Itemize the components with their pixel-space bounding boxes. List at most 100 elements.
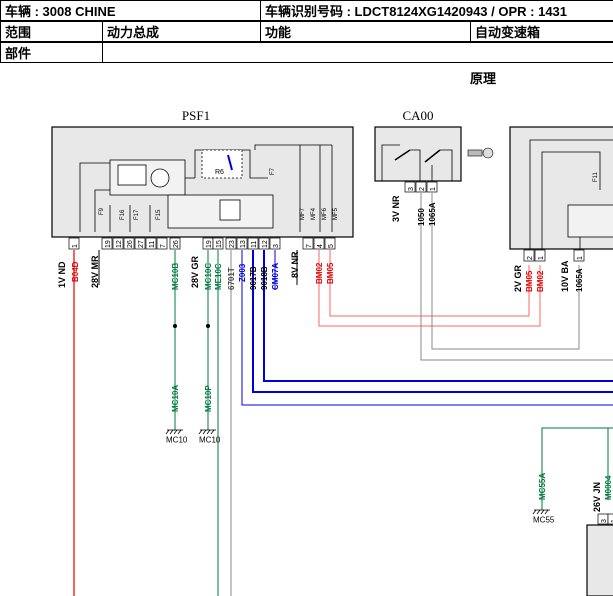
ground-label-mc10-b: MC10 bbox=[199, 436, 221, 445]
bottom-box-pin-cell bbox=[607, 513, 613, 525]
psf1-pin-cell bbox=[247, 237, 259, 250]
vin-label: 车辆识别号码 : LDCT8124XG1420943 / OPR : 1431 bbox=[260, 0, 613, 21]
info-header: 车辆 : 3008 CHINE 车辆识别号码 : LDCT8124XG14209… bbox=[0, 0, 613, 66]
ca00-pin-cell bbox=[426, 181, 438, 193]
wire-label-me10c: ME10C bbox=[214, 263, 223, 290]
wire-label-z003: Z003 bbox=[238, 263, 247, 282]
wire-label-9018b: 9018B bbox=[260, 266, 269, 290]
scope-value: 动力总成 bbox=[102, 21, 261, 42]
psf1-pin-label: 11 bbox=[251, 241, 258, 248]
psf1-pin-label: 26 bbox=[127, 240, 134, 248]
psf1-pin-label: 15 bbox=[216, 240, 223, 248]
psf1-pin-cell bbox=[169, 237, 181, 250]
connector-10v-ba: 10V BA bbox=[560, 260, 570, 292]
function-value: 自动变速箱 bbox=[470, 21, 613, 42]
wire-1065a bbox=[431, 193, 580, 350]
connector-28v-mr: 28V MR bbox=[90, 255, 100, 288]
bottom-box-pin-row: 31 bbox=[597, 513, 613, 525]
wire-mc55a bbox=[541, 427, 613, 510]
bottom-box-pin-label: 1 bbox=[611, 519, 613, 523]
psf1-pin-cell bbox=[302, 237, 314, 250]
wire-label-9017b: 9017B bbox=[249, 266, 258, 290]
ca00-name: CA00 bbox=[402, 108, 433, 123]
connector-2v-gr: 2V GR bbox=[513, 264, 523, 292]
psf1-pin-cell bbox=[134, 237, 146, 250]
connector-3v-nr: 3V NR bbox=[391, 195, 401, 222]
psf1-pin-label: 5 bbox=[328, 244, 335, 248]
wire-label-mc55a: MC55A bbox=[538, 473, 547, 500]
psf1-pin-label: 11 bbox=[149, 241, 156, 248]
psf1-pin-cell bbox=[269, 237, 281, 250]
splice-node bbox=[173, 324, 177, 328]
part-label: 部件 bbox=[0, 42, 103, 63]
part-value bbox=[102, 42, 613, 63]
psf1-name: PSF1 bbox=[182, 108, 210, 123]
ca00-pin-label: 1 bbox=[430, 187, 437, 191]
connector-28v-gr: 28V GR bbox=[190, 255, 200, 288]
ground-label-mc55: MC55 bbox=[533, 516, 555, 525]
psf1-pin-label: 1 bbox=[72, 244, 79, 248]
fuse-f7: F7 bbox=[270, 167, 276, 175]
psf1-pin-label: 26 bbox=[173, 240, 180, 248]
wire-label-mc10p: MC10P bbox=[204, 385, 213, 412]
ground-label-mc10-a: MC10 bbox=[166, 436, 188, 445]
psf1-pin-label: 7 bbox=[306, 244, 313, 248]
psf1-pin-label: 4 bbox=[317, 244, 324, 248]
key-icon bbox=[467, 147, 494, 159]
fuse-f9: F9 bbox=[99, 207, 105, 215]
scope-label: 范围 bbox=[0, 21, 103, 42]
splice-node bbox=[206, 324, 210, 328]
ca00-pin-cell bbox=[404, 181, 416, 193]
wire-label-mc10a: MC10A bbox=[171, 385, 180, 412]
fuse-f17: F17 bbox=[134, 209, 140, 220]
psf1-pin-label: 23 bbox=[229, 240, 236, 248]
psf1-pin-cell bbox=[123, 237, 135, 250]
psf1-pin-cell bbox=[212, 237, 224, 250]
ca00-pin-label: 2 bbox=[419, 187, 426, 191]
right-box-pin-label: 1 bbox=[577, 256, 584, 260]
fuse-f11: F11 bbox=[593, 171, 599, 182]
bottom-component-box bbox=[586, 524, 613, 596]
psf1-pin-cell bbox=[236, 237, 248, 250]
psf1-pin-cell bbox=[112, 237, 124, 250]
wire-z003 bbox=[241, 250, 613, 406]
psf1-pin-label: 12 bbox=[262, 240, 269, 248]
section-title: 原理 bbox=[470, 71, 497, 86]
psf1-pin-label: 27 bbox=[138, 240, 145, 248]
psf1-pin-label: 7 bbox=[160, 244, 167, 248]
psf1-pin-cell bbox=[324, 237, 336, 250]
wire-label-b04d: B04D bbox=[71, 261, 80, 282]
relay-r6-label: R6 bbox=[215, 169, 224, 176]
function-label: 功能 bbox=[260, 21, 471, 42]
psf1-pin-label: 19 bbox=[105, 240, 112, 248]
ignition-switch-icon bbox=[381, 144, 453, 181]
psf1-pin-label: 19 bbox=[206, 240, 213, 248]
wire-bm02 bbox=[318, 250, 541, 327]
right-box-internal bbox=[529, 139, 613, 249]
psf1-pin-cell bbox=[101, 237, 113, 250]
psf1-internal bbox=[79, 144, 333, 232]
wire-label-1050: 1050 bbox=[417, 208, 426, 226]
wire-label-bm05: BM05 bbox=[326, 262, 335, 284]
wire-label-1065a: 1065A bbox=[428, 202, 437, 226]
ca00-box bbox=[374, 126, 462, 182]
connector-8v-nr: 8V NR bbox=[290, 251, 300, 278]
vehicle-label: 车辆 : 3008 CHINE bbox=[0, 0, 261, 21]
connector-26v-jn: 26V JN bbox=[592, 482, 602, 512]
fuse-mf5: MF5 bbox=[333, 207, 339, 220]
wire-label-cm07a: CM07A bbox=[271, 263, 280, 290]
right-box-pin-cell bbox=[573, 249, 585, 262]
fuse-mf4: MF4 bbox=[311, 207, 317, 220]
wire-1050 bbox=[420, 193, 613, 361]
bottom-box-pin-label: 3 bbox=[601, 519, 608, 523]
wire-label-mc10b: MC10B bbox=[171, 263, 180, 290]
fuse-mf6: MF6 bbox=[322, 207, 328, 220]
psf1-pin-cell bbox=[145, 237, 157, 250]
wire-label-bm05-right: BM05 bbox=[525, 270, 534, 292]
wire-9018b bbox=[263, 250, 613, 382]
wire-bm05 bbox=[329, 250, 530, 317]
